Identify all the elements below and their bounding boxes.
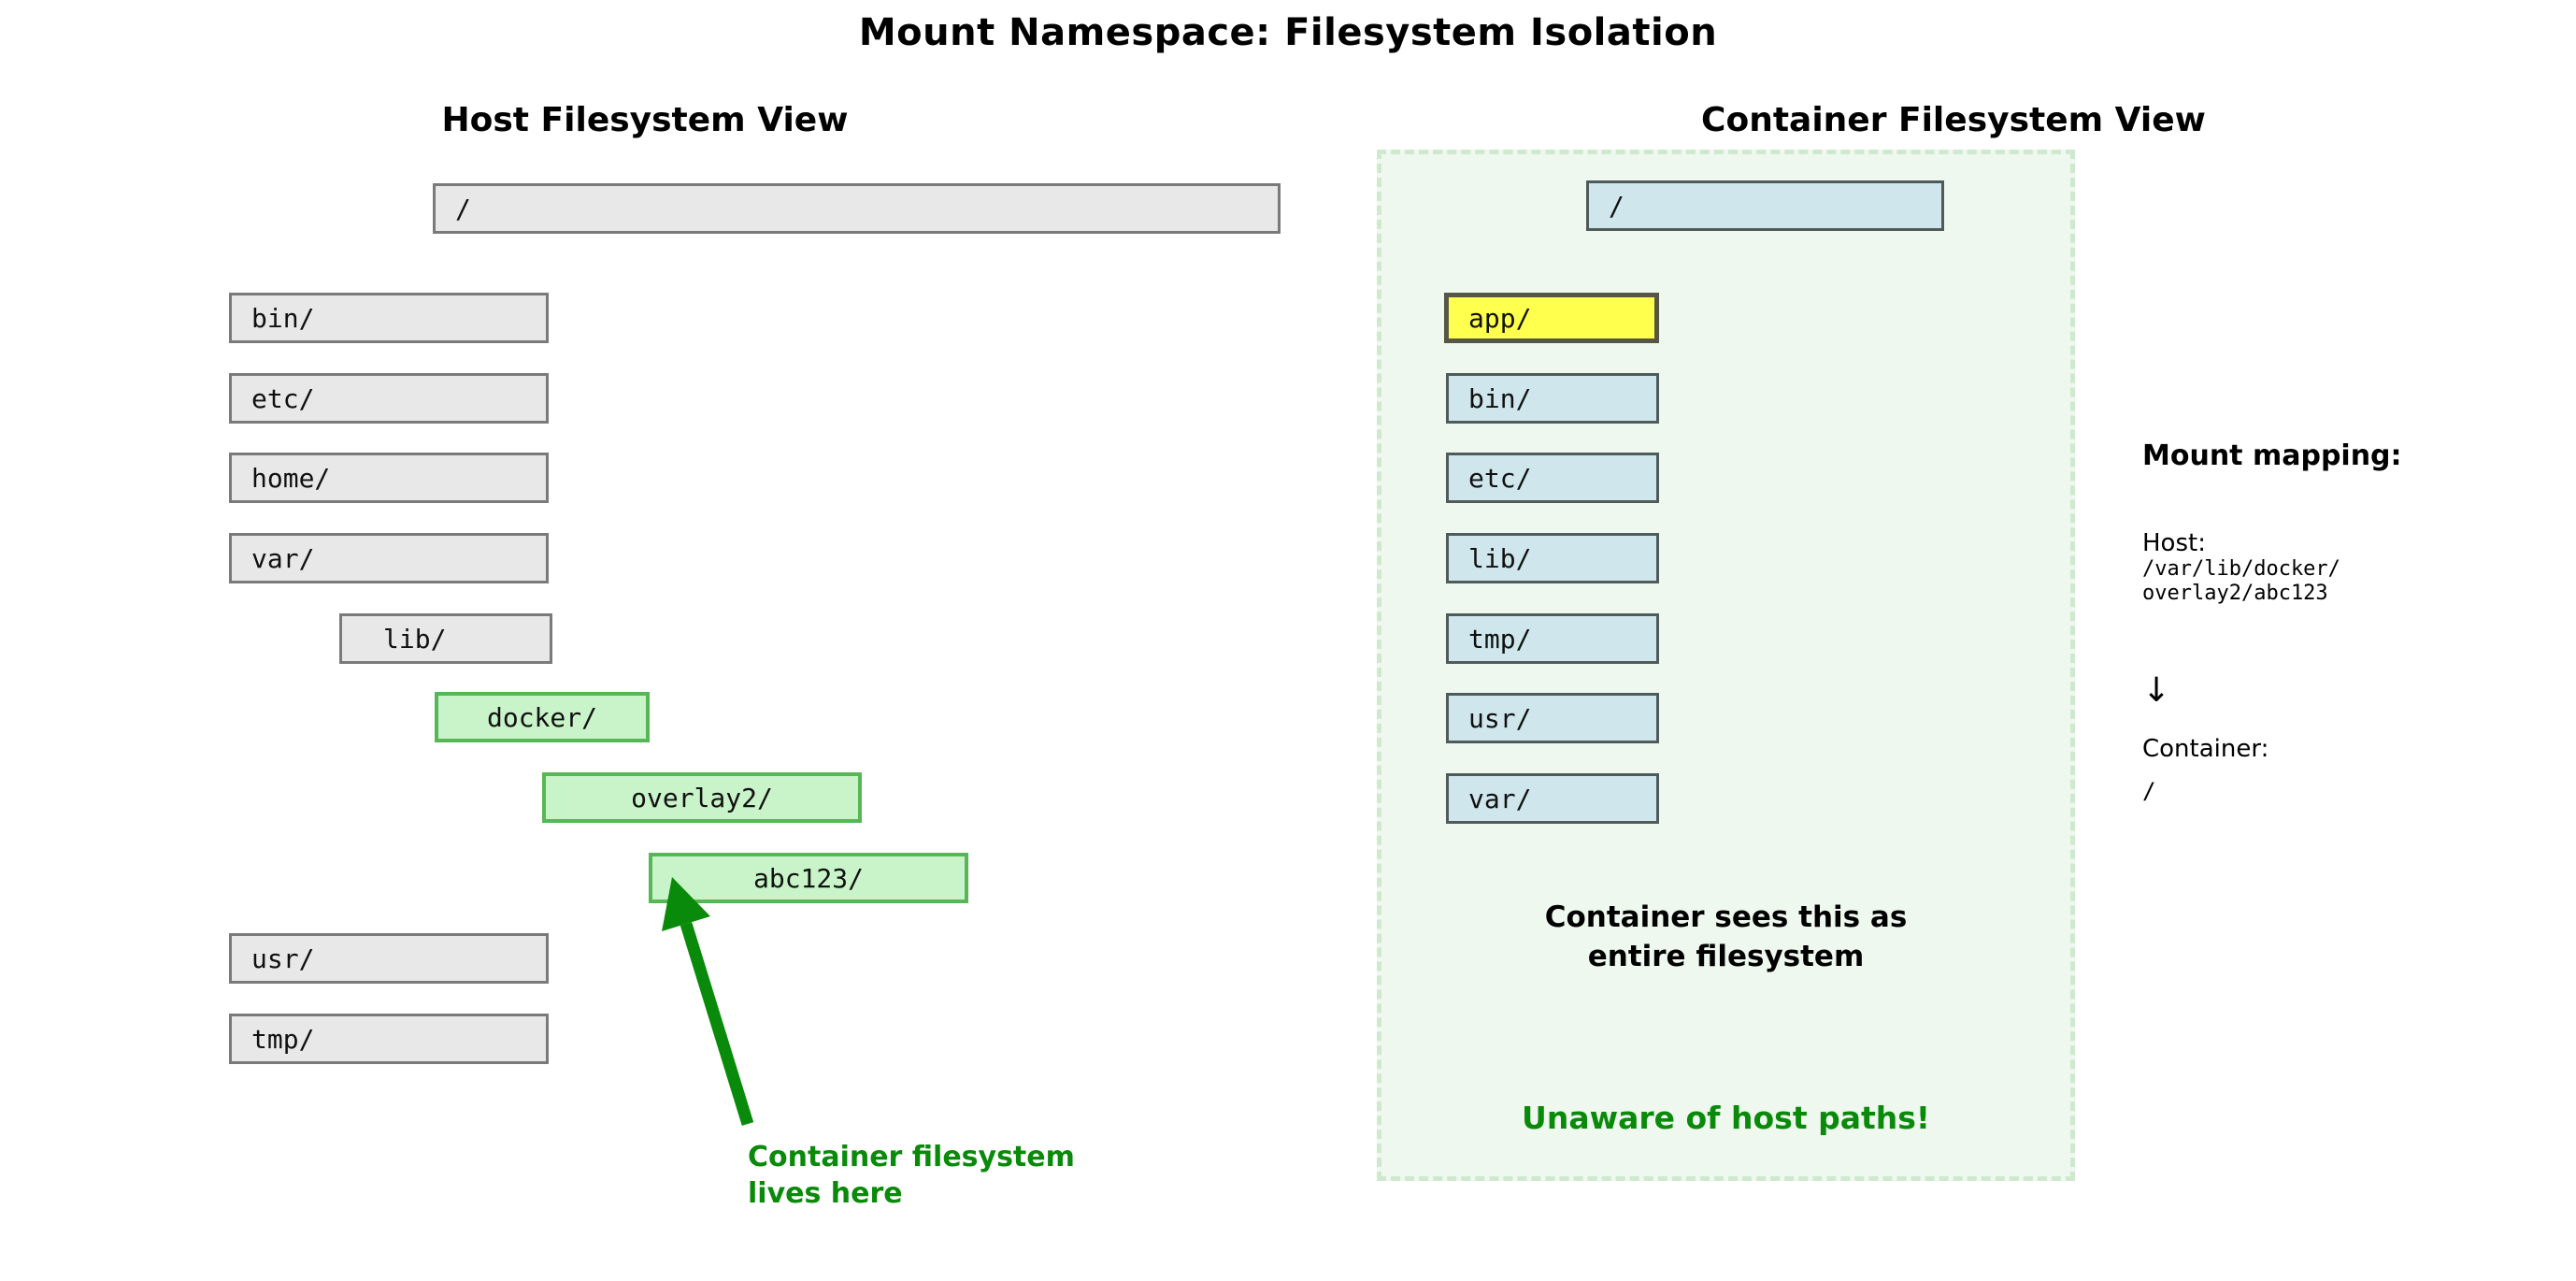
annotation-arrow-shaft: [680, 922, 754, 1126]
host-dir-tmp: tmp/: [229, 1014, 549, 1064]
container-dir-lib: lib/: [1446, 533, 1659, 583]
down-arrow-icon: ↓: [2142, 671, 2171, 710]
host-dir-docker: docker/: [435, 692, 650, 742]
container-dir-tmp: tmp/: [1446, 613, 1659, 664]
host-dir-lib: lib/: [339, 613, 552, 664]
container-dir-app: app/: [1444, 293, 1659, 343]
host-view-heading: Host Filesystem View: [441, 101, 849, 139]
mapping-host-label: Host:: [2142, 529, 2206, 557]
container-warning: Unaware of host paths!: [1522, 1100, 1930, 1136]
container-note-line1: Container sees this as: [1544, 900, 1908, 934]
host-dir-var: var/: [229, 533, 549, 583]
container-dir-usr: usr/: [1446, 693, 1659, 743]
container-dir-etc: etc/: [1446, 453, 1659, 503]
host-root-box: /: [433, 183, 1281, 234]
host-dir-bin: bin/: [229, 293, 549, 343]
diagram-title: Mount Namespace: Filesystem Isolation: [858, 11, 1718, 54]
container-note-line2: entire filesystem: [1587, 940, 1865, 973]
host-dir-overlay2: overlay2/: [542, 772, 862, 823]
host-dir-etc: etc/: [229, 373, 549, 424]
host-dir-usr: usr/: [229, 933, 549, 984]
mapping-host-path-line2: overlay2/abc123: [2142, 582, 2328, 605]
annotation-line2: lives here: [748, 1177, 903, 1210]
host-dir-home: home/: [229, 453, 549, 503]
mount-mapping-heading: Mount mapping:: [2142, 439, 2402, 472]
mapping-container-label: Container:: [2142, 735, 2269, 763]
mapping-container-path: /: [2142, 778, 2156, 804]
container-dir-var: var/: [1446, 773, 1659, 824]
annotation-text: Container filesystem lives here: [748, 1139, 1075, 1212]
container-root-box: /: [1586, 180, 1944, 231]
mapping-host-path: /var/lib/docker/ overlay2/abc123: [2142, 557, 2340, 606]
host-dir-abc123: abc123/: [649, 853, 968, 903]
annotation-line1: Container filesystem: [748, 1141, 1075, 1173]
container-dir-bin: bin/: [1446, 373, 1659, 424]
container-view-heading: Container Filesystem View: [1701, 101, 2206, 139]
mapping-host-path-line1: /var/lib/docker/: [2142, 557, 2340, 581]
container-note: Container sees this as entire filesystem: [1381, 898, 2070, 976]
